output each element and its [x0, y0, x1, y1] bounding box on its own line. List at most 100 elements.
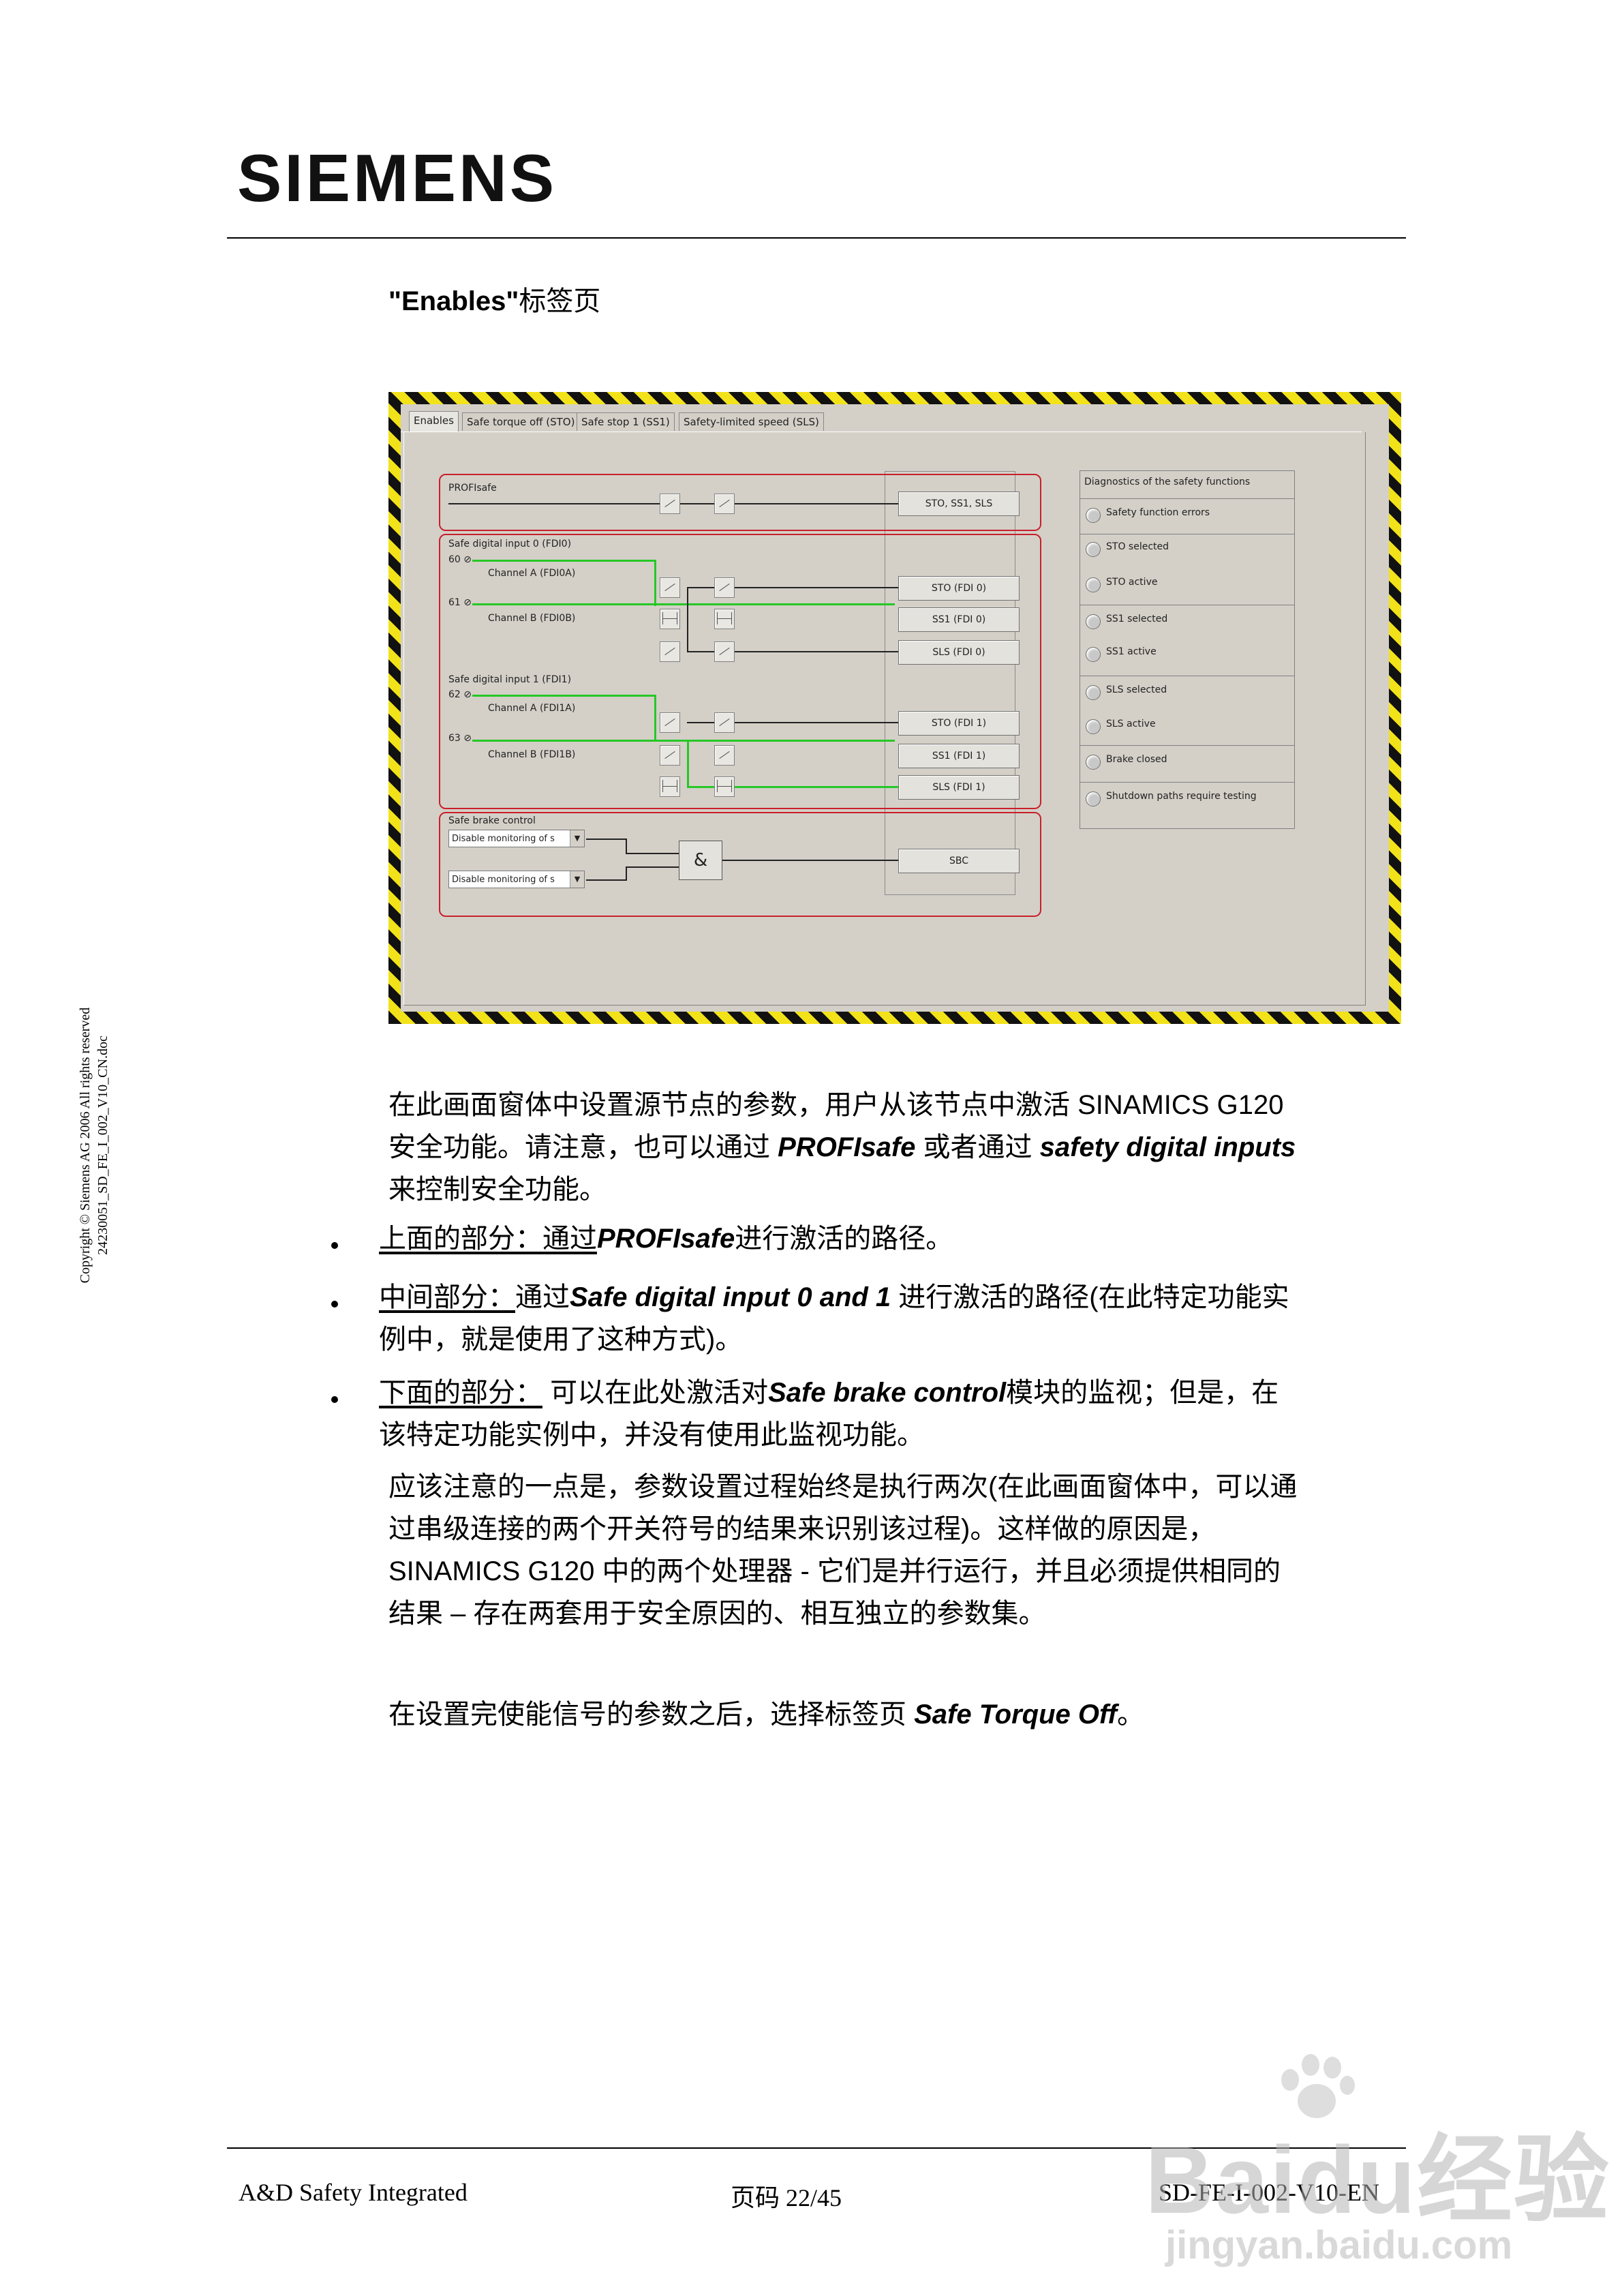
tab-panel [403, 432, 1366, 1006]
bullet-lower-line-1: 下面的部分： 可以在此处激活对Safe brake control模块的监视；但… [379, 1372, 1279, 1414]
note-line-4: 结果 – 存在两套用于安全原因的、相互独立的参数集。 [388, 1599, 1046, 1629]
led-indicator [1086, 614, 1101, 629]
tab-safety-limited-speed[interactable]: Safety-limited speed (SLS) [679, 412, 824, 431]
note-line-1: 应该注意的一点是，参数设置过程始终是执行两次(在此画面窗体中，可以通 [388, 1472, 1298, 1502]
fdi1-sto-wire [687, 722, 898, 723]
fdi1-sls-switch-2[interactable] [714, 776, 735, 797]
fdi1-channel-b: Channel B (FDI1B) [488, 749, 576, 760]
profisafe-switch-1[interactable] [660, 494, 680, 514]
bullet-upper-em: PROFIsafe [597, 1224, 735, 1254]
sbc-output: SBC [898, 849, 1020, 873]
bullet-middle-line-1: 中间部分：通过Safe digital input 0 and 1 进行激活的路… [379, 1276, 1289, 1318]
bullet-upper-mid: 通过 [542, 1224, 597, 1254]
safe-brake-control-group [439, 812, 1041, 917]
fdi1-sls-switch-1[interactable] [660, 776, 680, 797]
fdi1-ss1-switch-2[interactable] [714, 745, 735, 766]
fdi0-terminal-b: 61 ⊘ [448, 597, 472, 608]
footer-left: A&D Safety Integrated [239, 2179, 468, 2206]
fdi1-channel-a: Channel A (FDI1A) [488, 703, 576, 714]
bullet-lower-em: Safe brake control [768, 1378, 1007, 1408]
fdi1-sls-wire [687, 786, 898, 788]
fdi0-ss1-switch-1[interactable] [660, 609, 680, 629]
diag-item-shutdown-paths: Shutdown paths require testing [1106, 791, 1257, 802]
fdi0-channel-a: Channel A (FDI0A) [488, 568, 576, 579]
document-filename: 24230051_SD_FE_I_002_V10_CN.doc [95, 1036, 110, 1255]
fdi0-sto-wire [687, 587, 898, 588]
diag-item-sls-selected: SLS selected [1106, 684, 1167, 695]
final-paragraph: 在设置完使能信号的参数之后，选择标签页 Safe Torque Off。 [388, 1693, 1144, 1736]
intro-line-3: 来控制安全功能。 [388, 1175, 607, 1205]
fdi0-label: Safe digital input 0 (FDI0) [448, 539, 572, 549]
brake-wire-1-drop [626, 839, 627, 854]
diag-divider [1080, 782, 1294, 783]
tab-safe-torque-off[interactable]: Safe torque off (STO) [462, 412, 580, 431]
brake-wire-2-rise [626, 866, 627, 880]
tab-safe-stop-1[interactable]: Safe stop 1 (SS1) [577, 412, 675, 431]
fdi1-terminal-b: 63 ⊘ [448, 733, 472, 744]
footer-rule [227, 2147, 1406, 2149]
fdi0-wire-a-drop [654, 560, 656, 606]
header-rule [227, 237, 1406, 239]
bullet-upper-tail: 进行激活的路径。 [735, 1224, 953, 1254]
fdi0-sto-switch-1[interactable] [660, 577, 680, 598]
fdi1-bus [687, 740, 689, 787]
fdi0-wire-a [472, 560, 656, 562]
led-indicator [1086, 647, 1101, 662]
final-pre: 在设置完使能信号的参数之后，选择标签页 [388, 1700, 915, 1729]
fdi0-terminal-a: 60 ⊘ [448, 554, 472, 565]
footer-doc-id: SD-FE-I-002-V10-EN [1159, 2179, 1379, 2206]
bullet-lower-mid: 可以在此处激活对 [542, 1378, 769, 1408]
diag-item-brake-closed: Brake closed [1106, 754, 1167, 765]
chevron-down-icon[interactable]: ▼ [570, 830, 584, 847]
note-paragraph: 应该注意的一点是，参数设置过程始终是执行两次(在此画面窗体中，可以通 过串级连接… [388, 1466, 1297, 1635]
bullet-lower-tail: 模块的监视；但是，在 [1006, 1378, 1279, 1408]
baidu-watermark: Baidu经验 jingyan.baidu.com [1118, 2049, 1609, 2274]
intro-line-1: 在此画面窗体中设置源节点的参数，用户从该节点中激活 SINAMICS G120 [388, 1090, 1284, 1120]
footer-page-number: 页码 22/45 [731, 2184, 842, 2211]
fdi1-ss1-switch-1[interactable] [660, 745, 680, 766]
brake-combo-1[interactable]: Disable monitoring of s ▼ [448, 830, 585, 847]
fdi0-terminal-b-number: 61 [448, 597, 461, 608]
intro-text: 或者通过 [915, 1132, 1040, 1162]
chevron-down-icon[interactable]: ▼ [570, 871, 584, 888]
bullet-upper: 上面的部分：通过PROFIsafe进行激活的路径。 [379, 1218, 953, 1260]
diagnostics-title: Diagnostics of the safety functions [1084, 477, 1251, 487]
fdi0-sls-switch-2[interactable] [714, 641, 735, 662]
paw-icon [1274, 2049, 1356, 2124]
brake-combo-2-value: Disable monitoring of s [452, 875, 555, 885]
bullet-middle-lead-text: 中间部分： [379, 1282, 515, 1312]
fdi1-terminal-a: 62 ⊘ [448, 689, 472, 700]
brake-combo-2[interactable]: Disable monitoring of s ▼ [448, 871, 585, 888]
tab-enables[interactable]: Enables [409, 411, 459, 432]
fdi0-channel-b: Channel B (FDI0B) [488, 613, 576, 624]
section-heading-rest: 标签页 [519, 286, 601, 316]
diag-item-sto-selected: STO selected [1106, 541, 1169, 552]
bullet-upper-lead: 上面的部分：通过 [379, 1224, 597, 1254]
brake-wire-1b [626, 853, 680, 854]
profisafe-switch-2[interactable] [714, 494, 735, 514]
note-line-2: 过串级连接的两个开关符号的结果来识别该过程)。这样做的原因是， [388, 1514, 1216, 1544]
final-em-safe-torque-off: Safe Torque Off [914, 1700, 1117, 1729]
bullet-lower-lead-text: 下面的部分： [379, 1378, 542, 1408]
diag-item-ss1-selected: SS1 selected [1106, 614, 1168, 624]
bullet-dot [331, 1396, 338, 1403]
fdi0-sto-switch-2[interactable] [714, 577, 735, 598]
brake-wire-1 [586, 839, 627, 840]
fdi0-sls-switch-1[interactable] [660, 641, 680, 662]
fdi1-sto-output: STO (FDI 1) [898, 711, 1020, 736]
brake-label: Safe brake control [448, 815, 536, 826]
fdi1-wire-main [472, 740, 895, 742]
fdi0-bus [687, 587, 688, 652]
fdi1-sto-switch-2[interactable] [714, 712, 735, 733]
bullet-dot [331, 1301, 338, 1308]
diag-divider [1080, 498, 1294, 499]
fdi1-sto-switch-1[interactable] [660, 712, 680, 733]
siemens-logo: SIEMENS [237, 140, 557, 215]
fdi0-ss1-switch-2[interactable] [714, 609, 735, 629]
brake-combo-1-value: Disable monitoring of s [452, 834, 555, 844]
enables-tab-screenshot: Enables Safe torque off (STO) Safe stop … [401, 404, 1389, 1012]
final-post: 。 [1116, 1700, 1144, 1729]
brake-wire-2b [626, 866, 680, 868]
diagnostics-panel: Diagnostics of the safety functions Safe… [1080, 470, 1295, 829]
fdi0-sls-output: SLS (FDI 0) [898, 640, 1020, 665]
